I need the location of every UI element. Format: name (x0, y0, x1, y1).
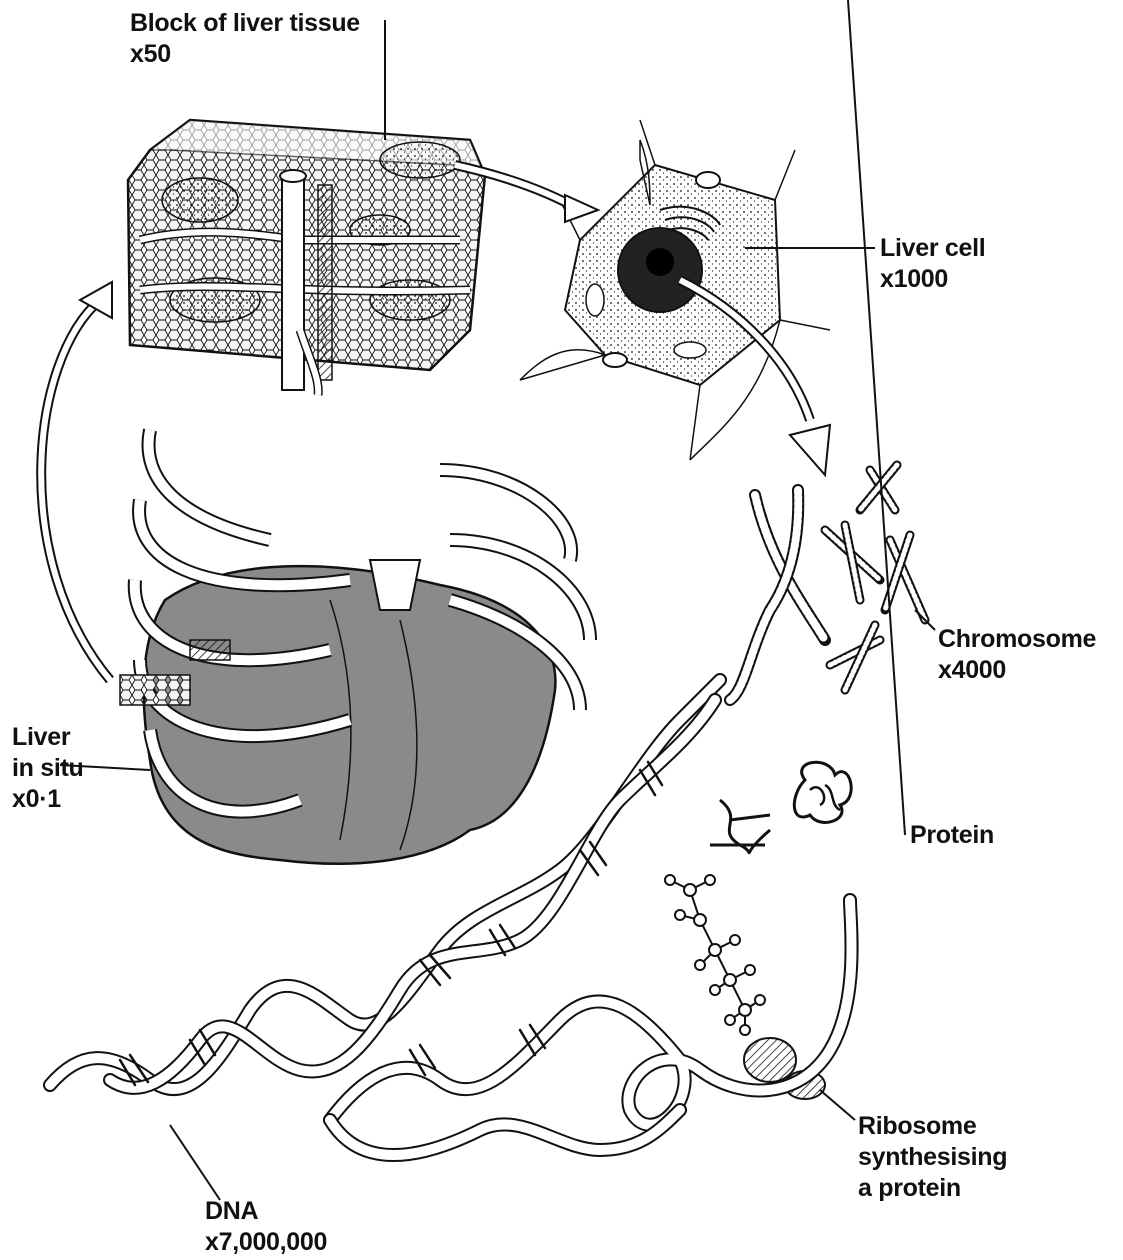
liver-cell (520, 120, 830, 460)
label-protein: Protein (910, 820, 994, 851)
dna-magnification: x7,000,000 (205, 1227, 327, 1258)
cell-magnification: x1000 (880, 264, 985, 295)
ribosome-line2: synthesising (858, 1142, 1007, 1173)
chromosome-magnification: x4000 (938, 655, 1096, 686)
label-ribosome: Ribosome synthesising a protein (858, 1111, 1007, 1204)
liver-tissue-block (128, 120, 485, 395)
liver-title: Liver (12, 722, 84, 753)
ribosome-line3: a protein (858, 1173, 1007, 1204)
tissue-magnification: x50 (130, 39, 360, 70)
liver-subtitle: in situ (12, 753, 84, 784)
protein-leader-line (848, 0, 905, 835)
label-block-of-liver-tissue: Block of liver tissue x50 (130, 8, 360, 70)
protein-structures (710, 762, 851, 852)
tissue-title: Block of liver tissue (130, 8, 360, 39)
label-liver-cell: Liver cell x1000 (880, 233, 985, 295)
chromosomes (730, 465, 925, 700)
label-liver-in-situ: Liver in situ x0·1 (12, 722, 84, 815)
dna-title: DNA (205, 1196, 327, 1227)
amino-acid-chain (665, 875, 765, 1035)
ribosome-title: Ribosome (858, 1111, 1007, 1142)
cell-title: Liver cell (880, 233, 985, 264)
chromosome-title: Chromosome (938, 624, 1096, 655)
label-dna: DNA x7,000,000 (205, 1196, 327, 1258)
rib-cage (120, 430, 590, 864)
protein-title: Protein (910, 820, 994, 851)
liver-magnification: x0·1 (12, 784, 84, 815)
dna-leader-line (170, 1125, 220, 1200)
label-chromosome: Chromosome x4000 (938, 624, 1096, 686)
ribosome-leader-line (820, 1090, 855, 1120)
